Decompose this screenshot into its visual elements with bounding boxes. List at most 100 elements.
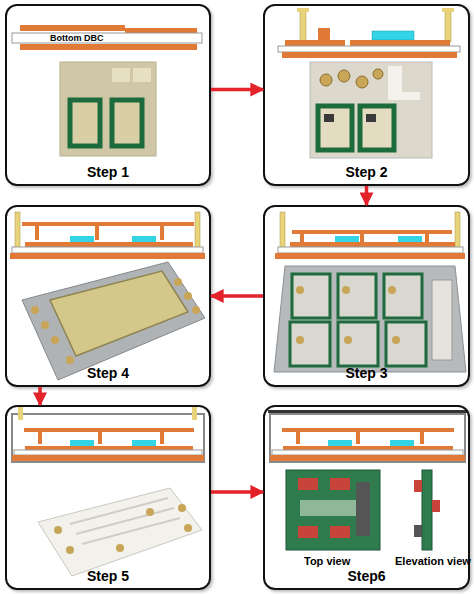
dbc-photo — [70, 100, 100, 146]
module-photo — [384, 274, 422, 318]
module-cross-section — [10, 212, 205, 259]
dbc-photo — [60, 62, 156, 156]
step-label: Step 4 — [7, 365, 209, 381]
chip-photo — [320, 74, 332, 86]
dbc-photo — [112, 68, 130, 82]
module-photo — [344, 336, 352, 344]
module-cross-section — [398, 236, 422, 242]
pcb-photo — [422, 470, 432, 550]
housing-photo — [38, 488, 202, 576]
pcb-cross-section — [270, 455, 465, 461]
step-panel: Step 2 — [263, 4, 470, 186]
pcb-photo — [298, 526, 318, 538]
pcb-cross-section — [296, 432, 300, 444]
step-label: Step 2 — [265, 164, 468, 180]
housing-photo — [184, 524, 192, 532]
housing-cross-section — [132, 440, 156, 446]
chip-cross-section — [442, 8, 454, 12]
housing-cross-section — [12, 414, 204, 462]
pcb-cross-section — [328, 440, 352, 446]
module-photo — [338, 322, 378, 366]
dbc-cross-section — [20, 44, 197, 50]
module-cross-section — [360, 234, 364, 242]
module-photo — [292, 274, 330, 318]
pcb-photo — [432, 500, 440, 512]
module-cross-section — [275, 253, 465, 259]
module-cross-section — [195, 212, 200, 252]
module-photo — [31, 306, 39, 314]
housing-photo — [54, 526, 62, 534]
module-photo — [296, 286, 304, 294]
pcb-photo — [286, 470, 440, 550]
module-photo — [66, 356, 74, 364]
housing-photo — [116, 544, 124, 552]
part-label: Bottom DBC — [50, 34, 104, 43]
housing-photo — [70, 498, 168, 524]
chip-photo — [310, 62, 432, 158]
module-photo — [22, 262, 205, 380]
flow-arrow — [211, 294, 263, 298]
pcb-photo — [330, 478, 350, 490]
housing-cross-section — [14, 450, 202, 455]
chip-photo — [318, 106, 352, 150]
chip-photo — [373, 69, 383, 79]
dbc-photo — [112, 100, 142, 146]
pcb-photo — [298, 478, 318, 490]
module-photo — [51, 336, 59, 344]
module-photo — [50, 271, 188, 356]
module-cross-section — [35, 226, 39, 240]
module-cross-section — [160, 226, 164, 240]
pcb-photo — [330, 526, 350, 538]
dbc-photo — [133, 68, 151, 82]
module-cross-section — [292, 230, 452, 234]
chip-cross-section — [282, 52, 457, 58]
housing-cross-section — [160, 432, 164, 444]
pcb-photo — [356, 482, 370, 536]
module-photo — [392, 336, 400, 344]
housing-cross-section — [192, 406, 197, 420]
housing-photo — [82, 518, 180, 544]
module-photo — [342, 286, 350, 294]
step-panel: Step 1 — [5, 4, 211, 186]
module-cross-section — [95, 226, 99, 240]
module-photo — [192, 306, 200, 314]
chip-photo — [356, 76, 368, 88]
flow-arrow — [211, 88, 263, 92]
module-cross-section — [335, 236, 359, 242]
housing-cross-section — [70, 440, 94, 446]
step-label: Step6 — [265, 568, 468, 584]
step-panel: Step 3 — [263, 205, 470, 387]
module-photo — [290, 322, 330, 366]
module-cross-section — [15, 212, 20, 252]
housing-cross-section — [18, 406, 23, 420]
pcb-cross-section — [282, 428, 454, 432]
chip-cross-section — [350, 40, 450, 46]
module-cross-section — [275, 212, 465, 259]
housing-cross-section — [24, 428, 194, 432]
chip-cross-section — [278, 8, 460, 58]
module-photo — [41, 321, 49, 329]
chip-cross-section — [372, 31, 414, 40]
housing-cross-section — [25, 446, 193, 450]
pcb-cross-section — [356, 432, 360, 444]
step-label: Step 1 — [7, 164, 209, 180]
chip-photo — [360, 106, 394, 150]
housing-cross-section — [12, 455, 204, 461]
pcb-cross-section — [268, 410, 467, 413]
chip-cross-section — [278, 46, 460, 52]
module-cross-section — [10, 253, 205, 259]
module-photo — [338, 274, 376, 318]
step-label: Step 5 — [7, 568, 209, 584]
module-cross-section — [300, 234, 304, 242]
housing-photo — [146, 508, 154, 516]
view-label: Top view — [304, 556, 350, 567]
housing-photo — [178, 504, 186, 512]
chip-cross-section — [318, 28, 330, 40]
module-photo — [22, 262, 205, 380]
pcb-cross-section — [390, 440, 414, 446]
housing-photo — [38, 488, 202, 576]
step-panel: Step 5 — [5, 405, 211, 590]
